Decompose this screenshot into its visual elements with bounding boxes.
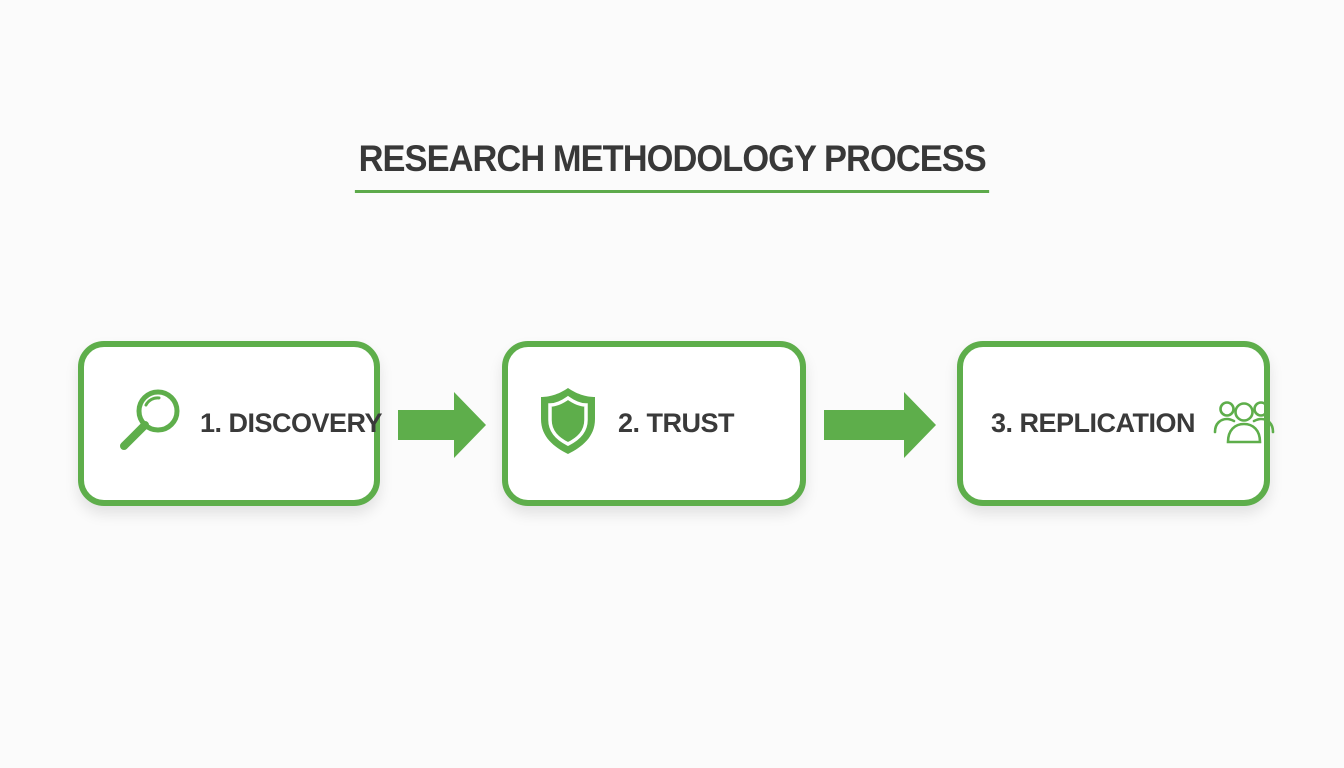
magnifying-glass-icon (114, 385, 186, 462)
diagram-title: RESEARCH METHODOLOGY PROCESS (354, 138, 990, 193)
arrow-right-icon (824, 390, 938, 465)
step-trust: 2. TRUST (502, 341, 806, 506)
shield-icon (538, 385, 598, 462)
step-discovery: 1. DISCOVERY (78, 341, 383, 506)
step-replication: 3. REPLICATION (957, 341, 1275, 506)
step-label-replication: 3. REPLICATION (991, 408, 1196, 438)
step-label-discovery: 1. DISCOVERY (200, 408, 383, 438)
step-label-trust: 2. TRUST (618, 408, 735, 438)
arrow-right-icon (398, 390, 488, 465)
title-container: RESEARCH METHODOLOGY PROCESS (0, 138, 1344, 193)
people-group-icon (1213, 396, 1275, 451)
